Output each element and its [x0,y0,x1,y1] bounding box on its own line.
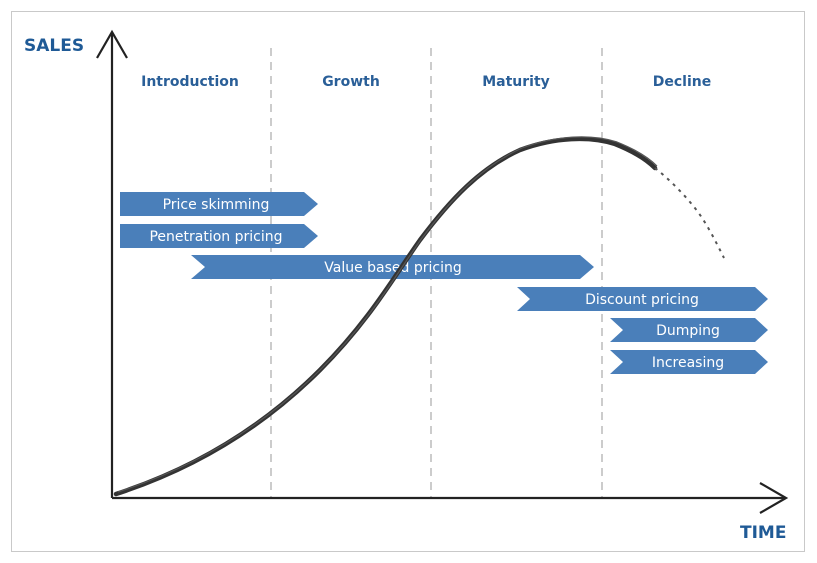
pricing-arrow-discount-pricing: Discount pricing [517,287,768,311]
pricing-label-dumping: Dumping [656,323,720,339]
pricing-label-increasing: Increasing [652,355,724,371]
stage-label-growth: Growth [322,74,380,90]
life-cycle-curve [113,136,725,497]
y-axis-arrowhead [96,29,128,59]
pricing-arrow-dumping: Dumping [610,318,768,342]
x-axis-label: TIME [740,523,786,543]
stage-label-introduction: Introduction [141,74,239,90]
pricing-arrow-price-skimming: Price skimming [120,192,318,216]
pricing-arrow-penetration-pricing: Penetration pricing [120,224,318,248]
stage-label-maturity: Maturity [482,74,550,90]
pricing-label-penetration-pricing: Penetration pricing [149,229,282,245]
pricing-label-discount-pricing: Discount pricing [585,292,699,308]
diagram-frame [11,11,805,552]
pricing-arrow-value-based-pricing: Value based pricing [191,255,594,279]
y-axis-label: SALES [24,36,84,56]
x-axis-arrowhead [759,482,789,514]
pricing-label-price-skimming: Price skimming [163,197,270,213]
pricing-arrow-increasing: Increasing [610,350,768,374]
pricing-label-value-based-pricing: Value based pricing [324,260,461,276]
stage-label-decline: Decline [653,74,711,90]
